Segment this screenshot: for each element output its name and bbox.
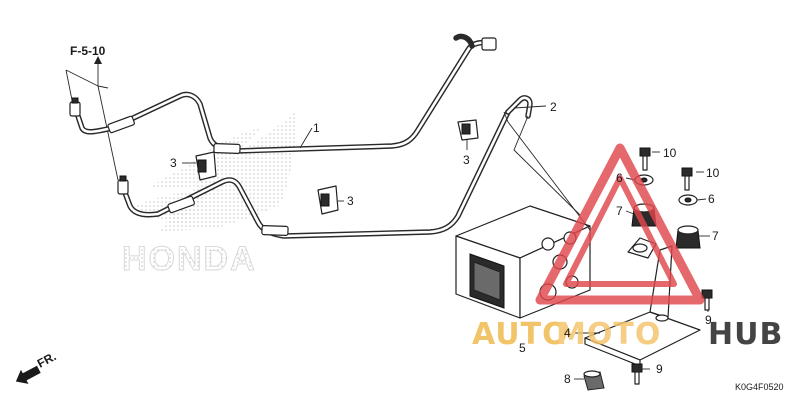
callout-leaders	[182, 105, 710, 380]
callout-1: 1	[313, 121, 320, 135]
watermark-text-auto: AUTO	[472, 317, 569, 352]
watermark-logo: AUTO MOTO HUB	[472, 143, 783, 352]
bolts-9	[631, 289, 713, 385]
watermark-triangle	[535, 143, 705, 305]
callout-9-lower: 9	[656, 362, 663, 376]
callout-6-left: 6	[616, 171, 623, 185]
reference-arrow	[65, 56, 119, 181]
brake-pipe-lower	[121, 109, 511, 239]
callout-2: 2	[550, 100, 557, 114]
rubber-cap-8	[583, 370, 605, 391]
callout-3-right: 3	[463, 153, 470, 167]
front-direction-arrow	[15, 365, 41, 384]
callout-6-right: 6	[708, 192, 715, 206]
callout-4: 4	[564, 326, 571, 340]
callout-9-upper: 9	[705, 313, 712, 327]
watermark-triangle-inner	[563, 175, 677, 287]
watermark-text-moto: MOTO	[556, 317, 661, 352]
pipe-fittings	[69, 37, 497, 236]
pipe-clamps	[195, 119, 479, 215]
watermark-text-hub: HUB	[708, 317, 783, 352]
callout-8: 8	[564, 372, 571, 386]
brake-pipe-joint	[505, 95, 533, 119]
reference-code: F-5-10	[70, 44, 106, 58]
drawing-code: K0G4F0520	[735, 382, 784, 392]
callout-10-right: 10	[706, 166, 720, 180]
callout-10-left: 10	[663, 146, 677, 160]
callout-3-left: 3	[170, 156, 177, 170]
front-direction-label: FR.	[35, 349, 59, 370]
honda-brand-mark: HONDA	[122, 240, 257, 278]
abs-modulator	[455, 111, 591, 319]
callout-7-right: 7	[712, 229, 719, 243]
callout-5: 5	[519, 341, 526, 355]
callout-3-middle: 3	[347, 194, 354, 208]
callout-7-left: 7	[616, 204, 623, 218]
bolts-10	[639, 147, 693, 191]
